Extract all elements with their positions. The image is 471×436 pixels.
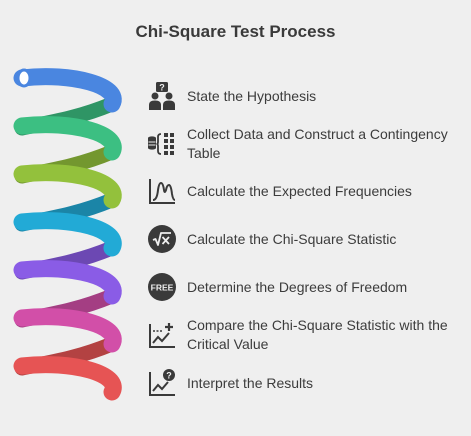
step-label: Collect Data and Construct a Contingency…	[187, 126, 448, 161]
svg-text:?: ?	[166, 371, 172, 381]
step-chi-square-statistic: Calculate the Chi-Square Statistic	[145, 222, 465, 256]
step-state-hypothesis: ? State the Hypothesis	[145, 79, 465, 113]
distribution-chart-icon	[145, 174, 179, 208]
step-interpret-results: ? Interpret the Results	[145, 366, 465, 400]
step-label: Interpret the Results	[187, 374, 314, 391]
square-root-icon	[145, 222, 179, 256]
data-table-icon	[145, 127, 179, 161]
spiral-band-front	[13, 260, 122, 305]
step-label: Calculate the Chi-Square Statistic	[187, 230, 397, 247]
spiral-top-ring	[16, 68, 32, 88]
step-degrees-of-freedom: FREE Determine the Degrees of Freedom	[145, 270, 465, 304]
step-label: State the Hypothesis	[187, 87, 317, 104]
spiral-band-front	[13, 116, 122, 161]
spiral-band-front	[13, 356, 122, 401]
chart-plus-icon	[145, 318, 179, 352]
step-label: Determine the Degrees of Freedom	[187, 278, 408, 295]
free-badge-text: FREE	[151, 282, 174, 292]
spiral-band-front	[13, 308, 122, 353]
spiral-band-front	[13, 68, 122, 113]
svg-text:?: ?	[159, 83, 165, 93]
diagram-title: Chi-Square Test Process	[135, 22, 336, 41]
spiral-graphic	[13, 68, 122, 401]
free-badge-icon: FREE	[145, 270, 179, 304]
step-expected-frequencies: Calculate the Expected Frequencies	[145, 174, 465, 208]
step-collect-data: Collect Data and Construct a Contingency…	[145, 125, 465, 163]
step-label: Compare the Chi-Square Statistic with th…	[187, 317, 448, 352]
spiral-band-front	[13, 212, 122, 257]
step-label: Calculate the Expected Frequencies	[187, 182, 412, 199]
chart-question-icon: ?	[145, 366, 179, 400]
step-compare-critical-value: Compare the Chi-Square Statistic with th…	[145, 316, 465, 354]
people-question-icon: ?	[145, 79, 179, 113]
spiral-band-front	[13, 164, 122, 209]
